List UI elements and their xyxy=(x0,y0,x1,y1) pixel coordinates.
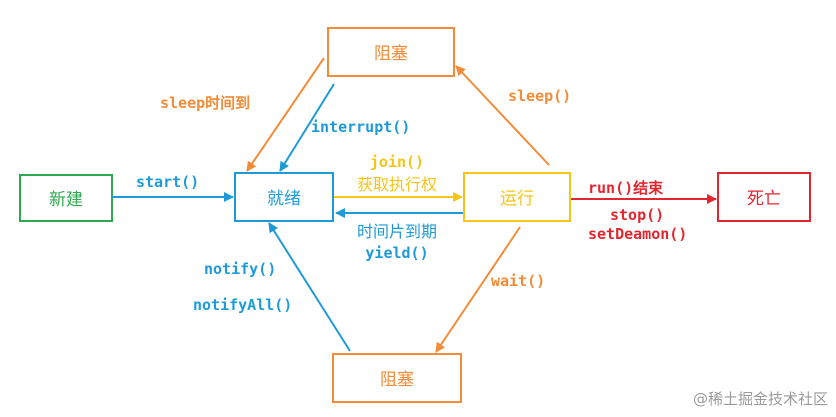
state-blocked-top-box xyxy=(327,27,455,77)
state-ready-box xyxy=(234,172,334,222)
label-join: join() xyxy=(370,153,424,171)
arrow-wait xyxy=(435,226,521,353)
label-yield: yield() xyxy=(365,244,428,262)
label-sleep-expired: sleep时间到 xyxy=(160,94,250,112)
label-sleep: sleep() xyxy=(508,87,571,105)
state-blocked-bottom-box xyxy=(332,353,462,403)
label-notify: notify() xyxy=(204,260,276,278)
label-interrupt: interrupt() xyxy=(311,118,410,136)
arrow-notify xyxy=(268,222,351,352)
label-stop: stop() xyxy=(610,206,664,224)
state-dead-label: 死亡 xyxy=(747,189,781,209)
label-run-end: run()结束 xyxy=(588,179,664,197)
state-new-box xyxy=(19,174,113,222)
arrow-interrupt xyxy=(279,83,335,172)
label-notify-all: notifyAll() xyxy=(193,296,292,314)
state-running-label: 运行 xyxy=(500,189,534,209)
state-blocked-top-label: 阻塞 xyxy=(374,44,408,64)
label-wait: wait() xyxy=(491,272,545,290)
label-acquire-cpu: 获取执行权 xyxy=(357,175,437,194)
state-ready-label: 就绪 xyxy=(267,189,301,209)
label-timeslice: 时间片到期 xyxy=(357,222,437,241)
state-blocked-bottom-label: 阻塞 xyxy=(380,370,414,390)
label-start: start() xyxy=(136,173,199,191)
watermark: @稀土掘金技术社区 xyxy=(692,390,828,408)
state-dead-box xyxy=(717,172,811,222)
label-set-daemon: setDeamon() xyxy=(588,225,687,243)
state-new-label: 新建 xyxy=(49,190,83,210)
state-running-box xyxy=(463,172,571,222)
arrow-sleep-expired xyxy=(246,57,325,172)
arrow-sleep xyxy=(455,65,550,166)
